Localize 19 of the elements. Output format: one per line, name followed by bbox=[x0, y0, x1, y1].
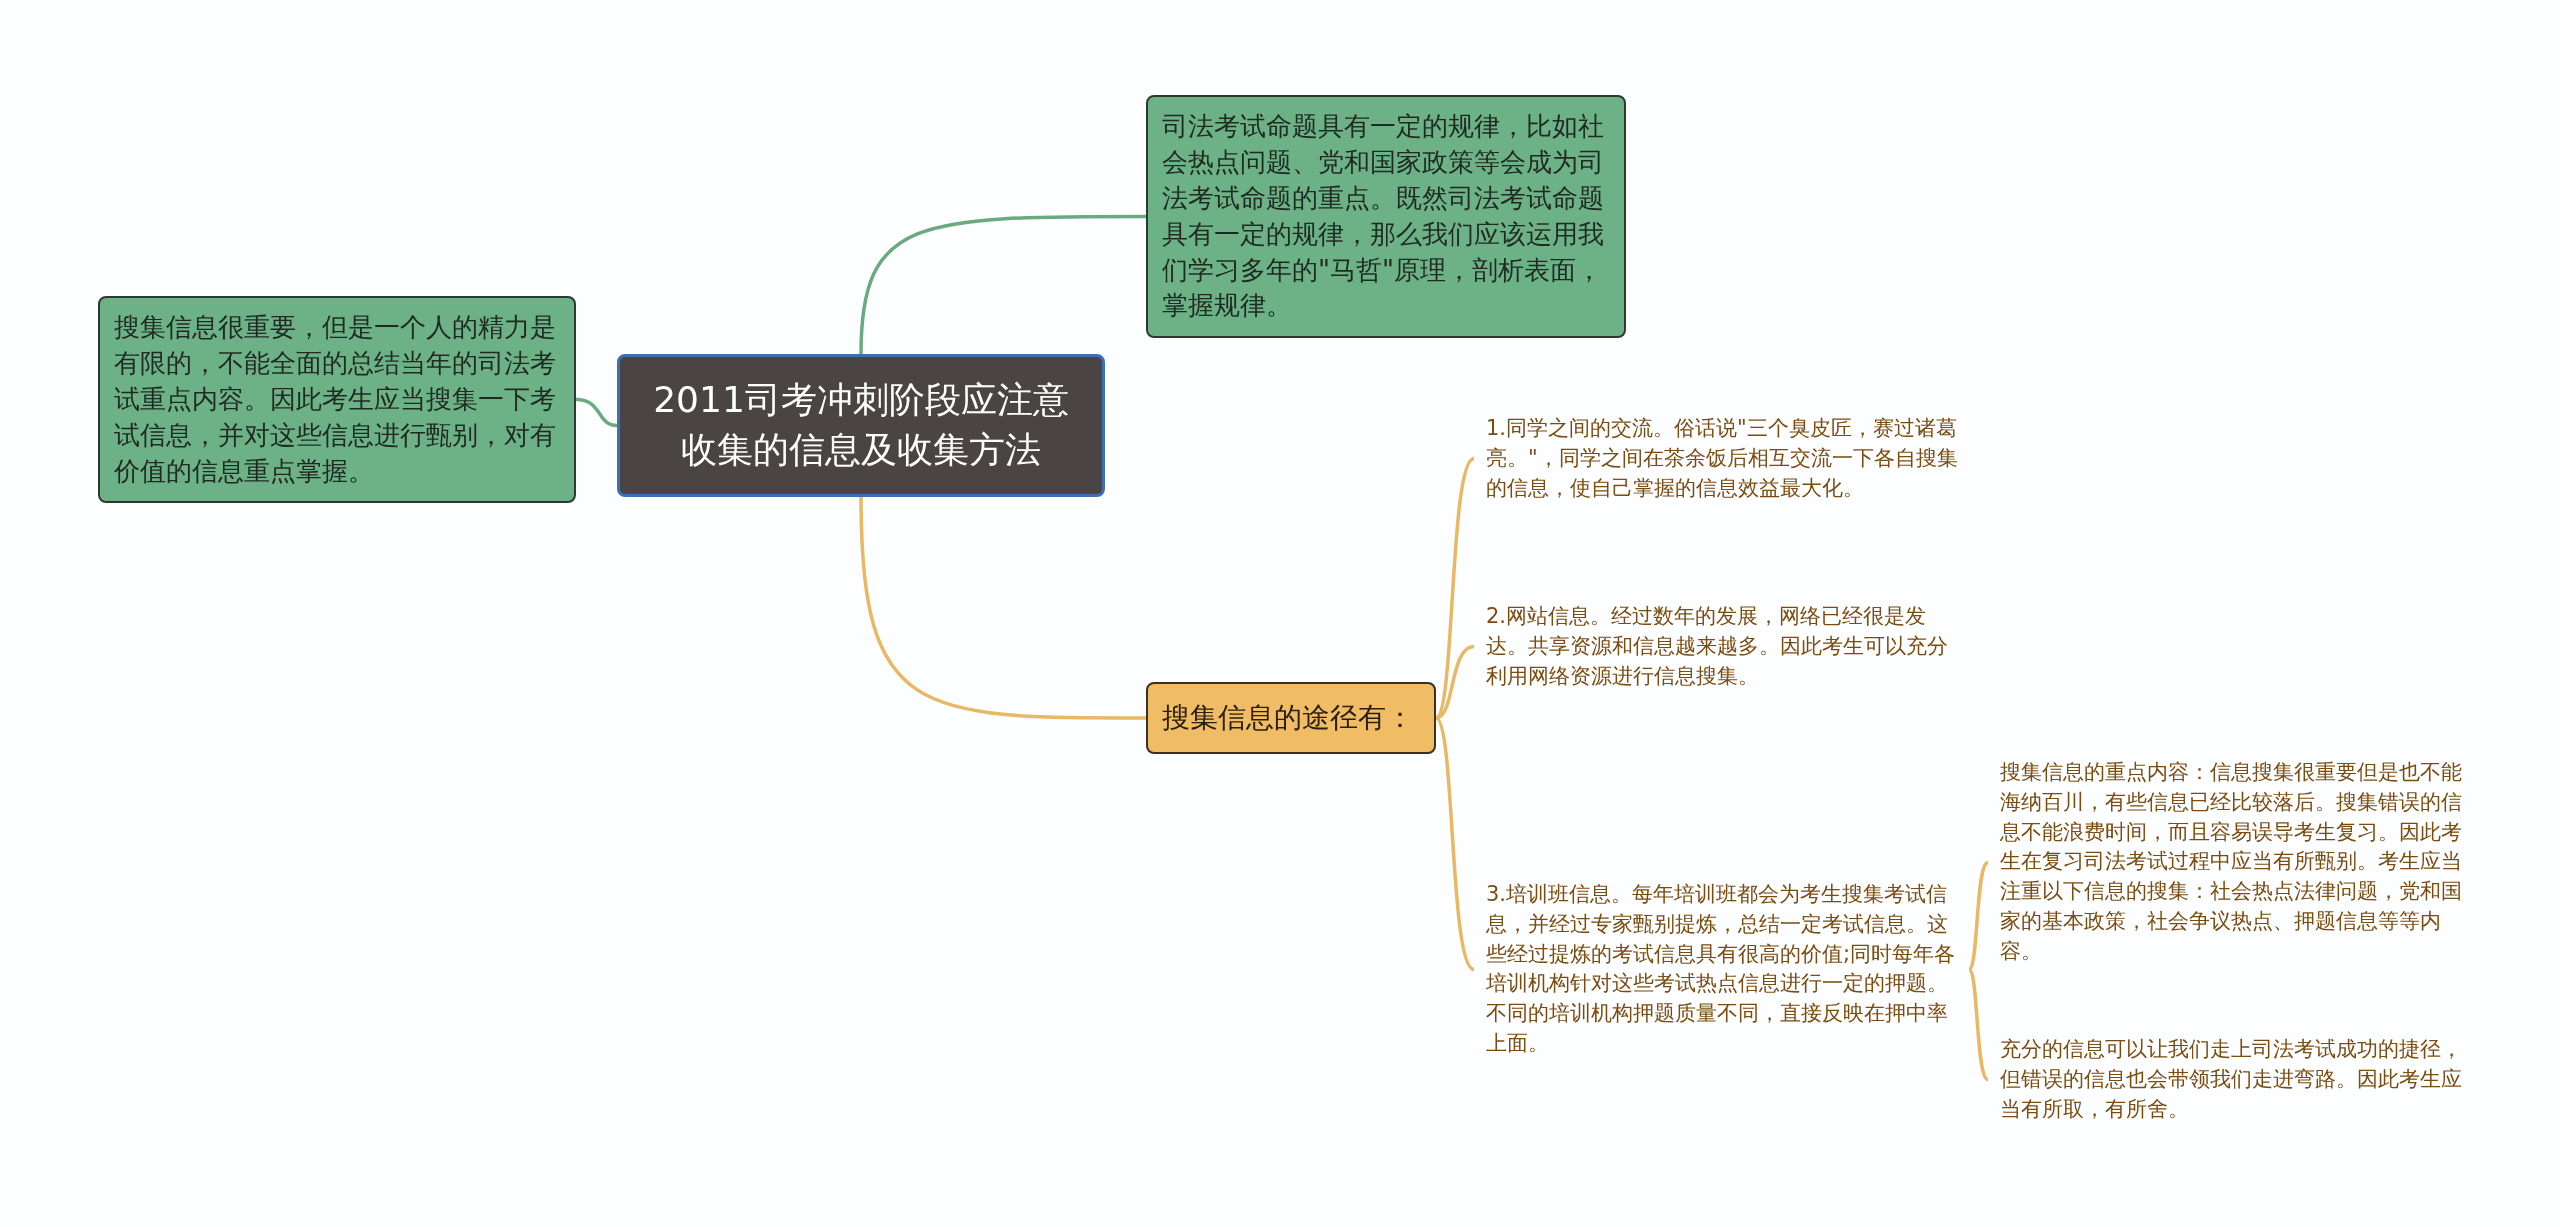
topic-text: 3.培训班信息。每年培训班都会为考生搜集考试信息，并经过专家甄别提炼，总结一定考试信息。这些经过提炼的考试信息具有很高的价值;同时每年各培训机构针对这些考试热点信息进行一定的押题。不同的培训机构押题质量不同，直接反映在押中率上面。 bbox=[1486, 880, 1961, 1059]
connector-line bbox=[1967, 968, 1990, 1081]
topic-box bbox=[98, 296, 576, 504]
connector-line bbox=[859, 214, 1146, 355]
central-topic-box bbox=[617, 354, 1105, 497]
topic-text: 2.网站信息。经过数年的发展，网络已经很是发达。共享资源和信息越来越多。因此考生可以充分利用网络资源进行信息搜集。 bbox=[1486, 602, 1961, 692]
topic-text: 搜集信息的重点内容：信息搜集很重要但是也不能海纳百川，有些信息已经比较落后。搜集错误的信息不能浪费时间，而且容易误导考生复习。因此考生在复习司法考试过程中应当有所甄别。考生应当注重以下信息的搜集：社会热点法律问题，党和国家的基本政策，社会争议热点、押题信息等等内容。 bbox=[2000, 758, 2465, 967]
connector-line bbox=[1967, 861, 1990, 971]
topic-text: 2011司考冲刺阶段应注意收集的信息及收集方法 bbox=[652, 378, 1070, 473]
topic-text: 1.同学之间的交流。俗话说"三个臭皮匠，赛过诸葛亮。"，同学之间在茶余饭后相互交流一下各自搜集的信息，使自己掌握的信息效益最大化。 bbox=[1486, 414, 1961, 504]
topic-text: 搜集信息很重要，但是一个人的精力是有限的，不能全面的总结当年的司法考试重点内容。因此考生应当搜集一下考试信息，并对这些信息进行甄别，对有价值的信息重点掌握。 bbox=[114, 311, 557, 488]
topic-text: 搜集信息的途径有： bbox=[1162, 700, 1415, 736]
topic-box bbox=[1146, 95, 1626, 339]
topic-text: 充分的信息可以让我们走上司法考试成功的捷径，但错误的信息也会带领我们走进弯路。因此考生应当有所取，有所舍。 bbox=[2000, 1035, 2465, 1125]
connector-line bbox=[859, 496, 1146, 720]
subtopic-box bbox=[1146, 682, 1436, 755]
topic-text: 司法考试命题具有一定的规律，比如社会热点问题、党和国家政策等会成为司法考试命题的重点。既然司法考试命题具有一定的规律，那么我们应该运用我们学习多年的"马哲"原理，剖析表面，掌握规律。 bbox=[1162, 110, 1605, 323]
connector-line bbox=[575, 397, 618, 428]
connector-line bbox=[1434, 716, 1476, 971]
